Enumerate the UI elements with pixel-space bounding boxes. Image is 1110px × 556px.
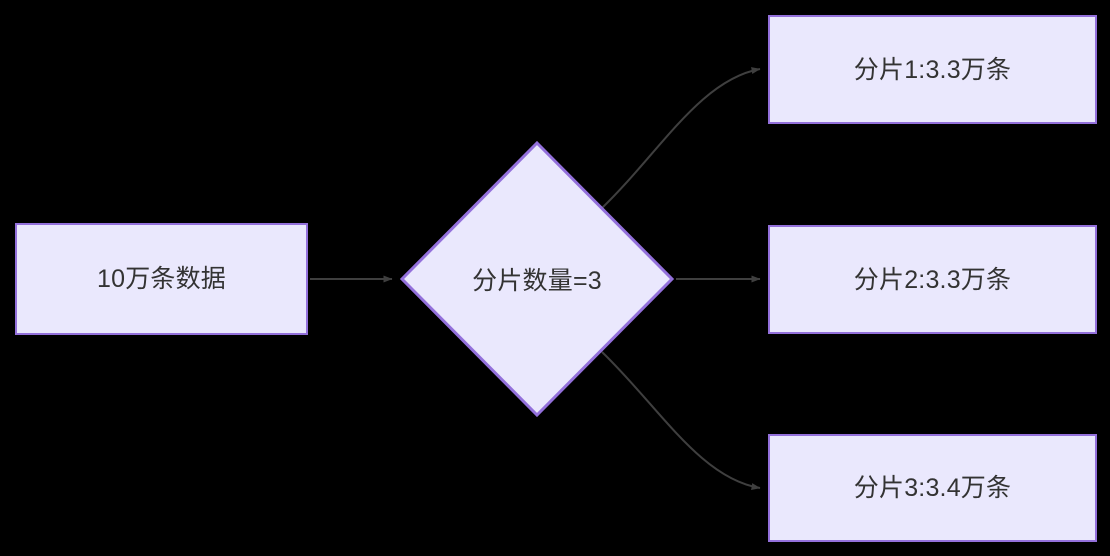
node-decision[interactable]: 分片数量=3 <box>400 141 674 417</box>
node-source[interactable]: 10万条数据 <box>15 223 308 335</box>
node-shard2-label: 分片2:3.3万条 <box>853 265 1012 294</box>
node-decision-label: 分片数量=3 <box>472 267 602 295</box>
node-shard1-label: 分片1:3.3万条 <box>853 55 1012 84</box>
node-source-label: 10万条数据 <box>96 265 226 293</box>
node-shard3-label: 分片3:3.4万条 <box>853 474 1012 502</box>
node-shard1[interactable]: 分片1:3.3万条 <box>768 15 1097 124</box>
node-shard3[interactable]: 分片3:3.4万条 <box>768 434 1097 542</box>
node-shard2[interactable]: 分片2:3.3万条 <box>768 225 1097 334</box>
diamond-shape-icon <box>400 141 674 417</box>
